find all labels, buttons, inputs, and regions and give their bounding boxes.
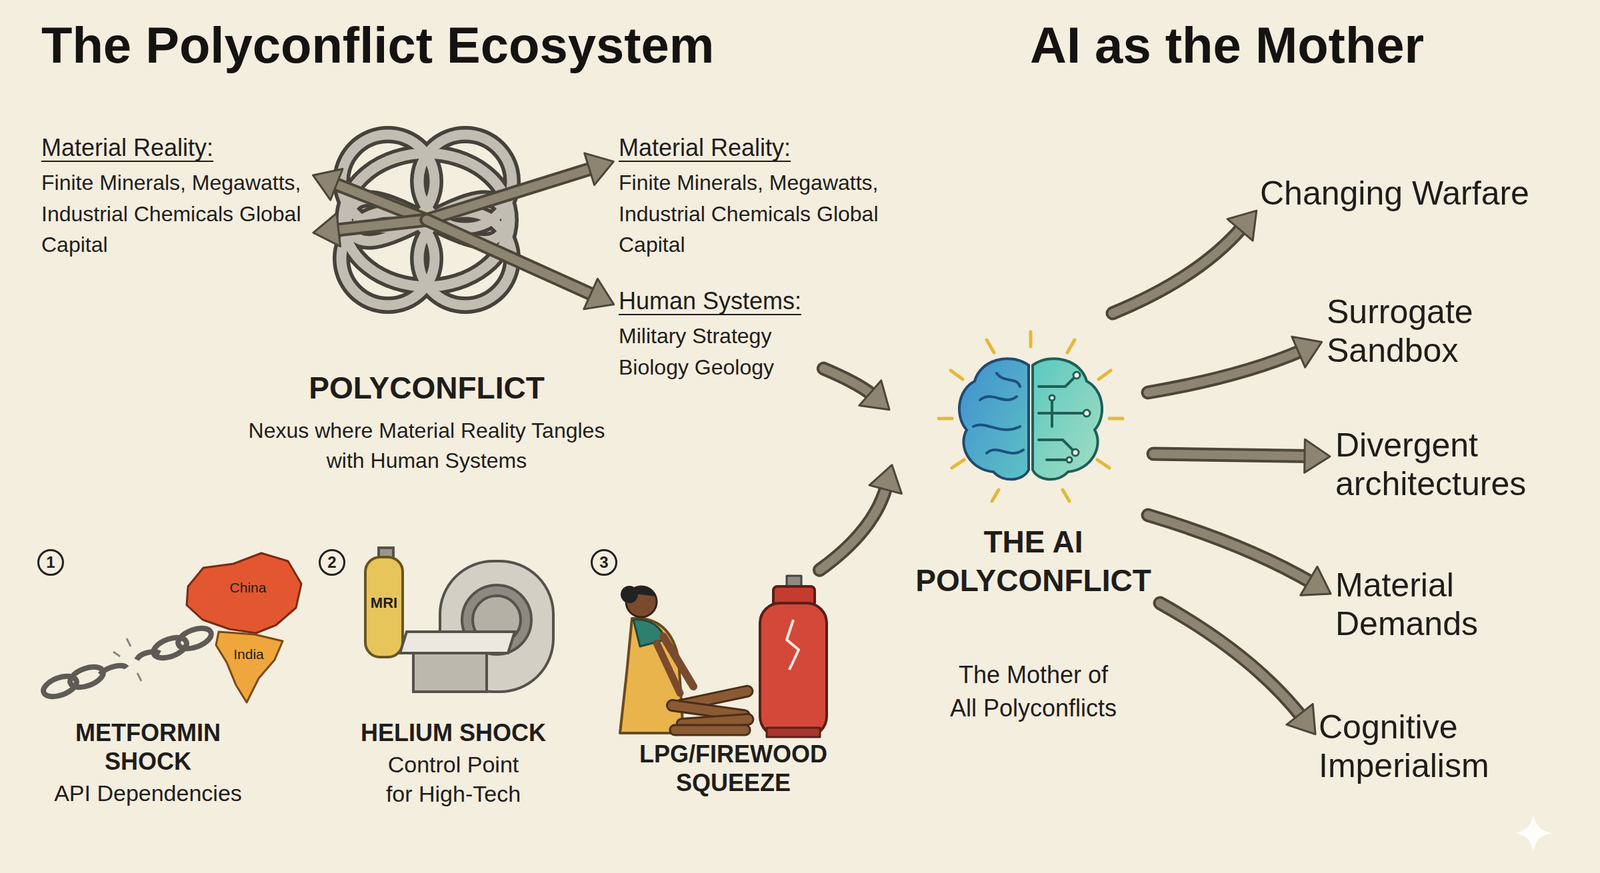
arrow-outline: [1153, 454, 1309, 456]
arrow-shaft: [332, 183, 427, 220]
arrow-shaft: [1153, 454, 1309, 456]
arrow-head: [1300, 566, 1331, 596]
connector-arrow: [819, 465, 902, 571]
connector-arrow: [1148, 515, 1331, 596]
arrow-shaft: [1112, 226, 1243, 314]
node-heading: Divergent architectures: [1335, 426, 1589, 504]
map-label: India: [218, 646, 279, 663]
node-heading: Material Reality:: [618, 133, 886, 162]
node-heading: Material Demands: [1335, 566, 1549, 644]
arrow-outline: [1112, 226, 1243, 314]
node-heading: HELIUM SHOCK: [346, 718, 560, 748]
arrow-outline: [334, 220, 427, 231]
node-heading: METFORMIN SHOCK: [41, 718, 255, 776]
text-group: LPG/FIREWOOD SQUEEZE: [603, 573, 864, 798]
arrow-outline: [1148, 515, 1312, 584]
arrow-head: [1292, 336, 1322, 368]
map-label: China: [214, 580, 282, 596]
text-group: Material Demands: [1335, 566, 1549, 644]
callout-number: 1: [37, 549, 64, 576]
arrow-head: [869, 465, 902, 494]
connector-arrow: [312, 169, 427, 220]
node-heading: Changing Warfare: [1260, 174, 1574, 214]
callout-number: 3: [590, 549, 618, 576]
broken-chain: [40, 624, 214, 701]
text-group: THE AI POLYCONFLICT The Mother of All Pol…: [893, 300, 1174, 726]
node-text: Control Point for High-Tech: [375, 750, 532, 809]
text-group: Surrogate Sandbox: [1326, 293, 1527, 370]
node-heading: Material Reality:: [41, 133, 308, 162]
arrow-shaft: [426, 168, 594, 220]
arrow-shaft: [334, 220, 427, 231]
text-group: Changing Warfare: [1260, 174, 1574, 214]
connector-arrow: [823, 368, 890, 410]
arrow-outline: [426, 168, 594, 220]
arrow-head: [1304, 439, 1330, 473]
helium-mri-illustration: [365, 548, 554, 692]
node-text: Military Strategy Biology Geology: [618, 320, 819, 383]
arrow-outline: [1148, 350, 1302, 393]
arrow-shaft: [1148, 515, 1312, 584]
arrow-shaft: [426, 220, 595, 296]
node-text: API Dependencies: [41, 778, 255, 808]
arrow-outline: [823, 368, 873, 396]
callout-number: 2: [318, 549, 346, 576]
connector-arrow: [313, 213, 427, 247]
connector-arrow: [1153, 439, 1330, 473]
node-text: Nexus where Material Reality Tangles wit…: [236, 416, 617, 476]
text-group: Material Reality: Finite Minerals, Megawa…: [41, 133, 308, 260]
text-group: Human Systems: Military Strategy Biology …: [618, 286, 819, 383]
arrow-head: [584, 278, 614, 310]
arrow-outline: [819, 486, 886, 571]
woman-firewood-cylinder: [620, 576, 827, 738]
arrow-head: [1286, 704, 1316, 734]
connector-arrow: [426, 220, 614, 310]
arrow-head: [859, 380, 890, 410]
brain-icon: [938, 332, 1123, 502]
diagram-heading: AI as the Mother: [1030, 17, 1424, 74]
arrow-shaft: [823, 368, 873, 396]
text-group: Divergent architectures: [1335, 426, 1589, 504]
node-heading: Human Systems:: [618, 286, 819, 316]
node-heading: Surrogate Sandbox: [1326, 293, 1527, 370]
arrow-shaft: [1160, 603, 1302, 718]
arrow-head: [312, 169, 343, 201]
node-heading: Cognitive Imperialism: [1318, 708, 1546, 786]
text-group: HELIUM SHOCKControl Point for High-Tech: [346, 718, 560, 810]
sparkle-mark: [1514, 814, 1552, 852]
connector-arrow: [426, 153, 614, 220]
arrow-head: [313, 213, 341, 247]
connector-arrow: [1112, 210, 1257, 314]
node-text: Finite Minerals, Megawatts, Industrial C…: [41, 167, 308, 260]
arrow-shaft: [819, 486, 886, 571]
text-group: POLYCONFLICT Nexus where Material Reality…: [236, 110, 617, 476]
arrow-head: [584, 153, 614, 186]
arrow-shaft: [1148, 350, 1302, 393]
arrow-outline: [426, 220, 595, 296]
node-heading: POLYCONFLICT: [236, 370, 617, 407]
node-text: The Mother of All Polyconflicts: [943, 658, 1124, 726]
text-group: Material Reality: Finite Minerals, Megawa…: [618, 133, 886, 260]
text-group: METFORMIN SHOCKAPI Dependencies: [41, 718, 255, 809]
connector-arrow: [1160, 603, 1316, 735]
arrow-outline: [332, 183, 427, 220]
node-text: Finite Minerals, Megawatts, Industrial C…: [618, 167, 886, 260]
cylinder-label: MRI: [364, 594, 404, 612]
text-group: Cognitive Imperialism: [1318, 708, 1546, 786]
diagram-title: The Polyconflict Ecosystem: [41, 17, 714, 74]
node-heading: LPG/FIREWOOD SQUEEZE: [603, 740, 864, 798]
arrow-outline: [1160, 603, 1302, 718]
node-heading: THE AI POLYCONFLICT: [893, 523, 1174, 600]
map-china-india: [186, 553, 302, 703]
connector-arrow: [1148, 336, 1322, 393]
arrow-head: [1227, 210, 1257, 241]
